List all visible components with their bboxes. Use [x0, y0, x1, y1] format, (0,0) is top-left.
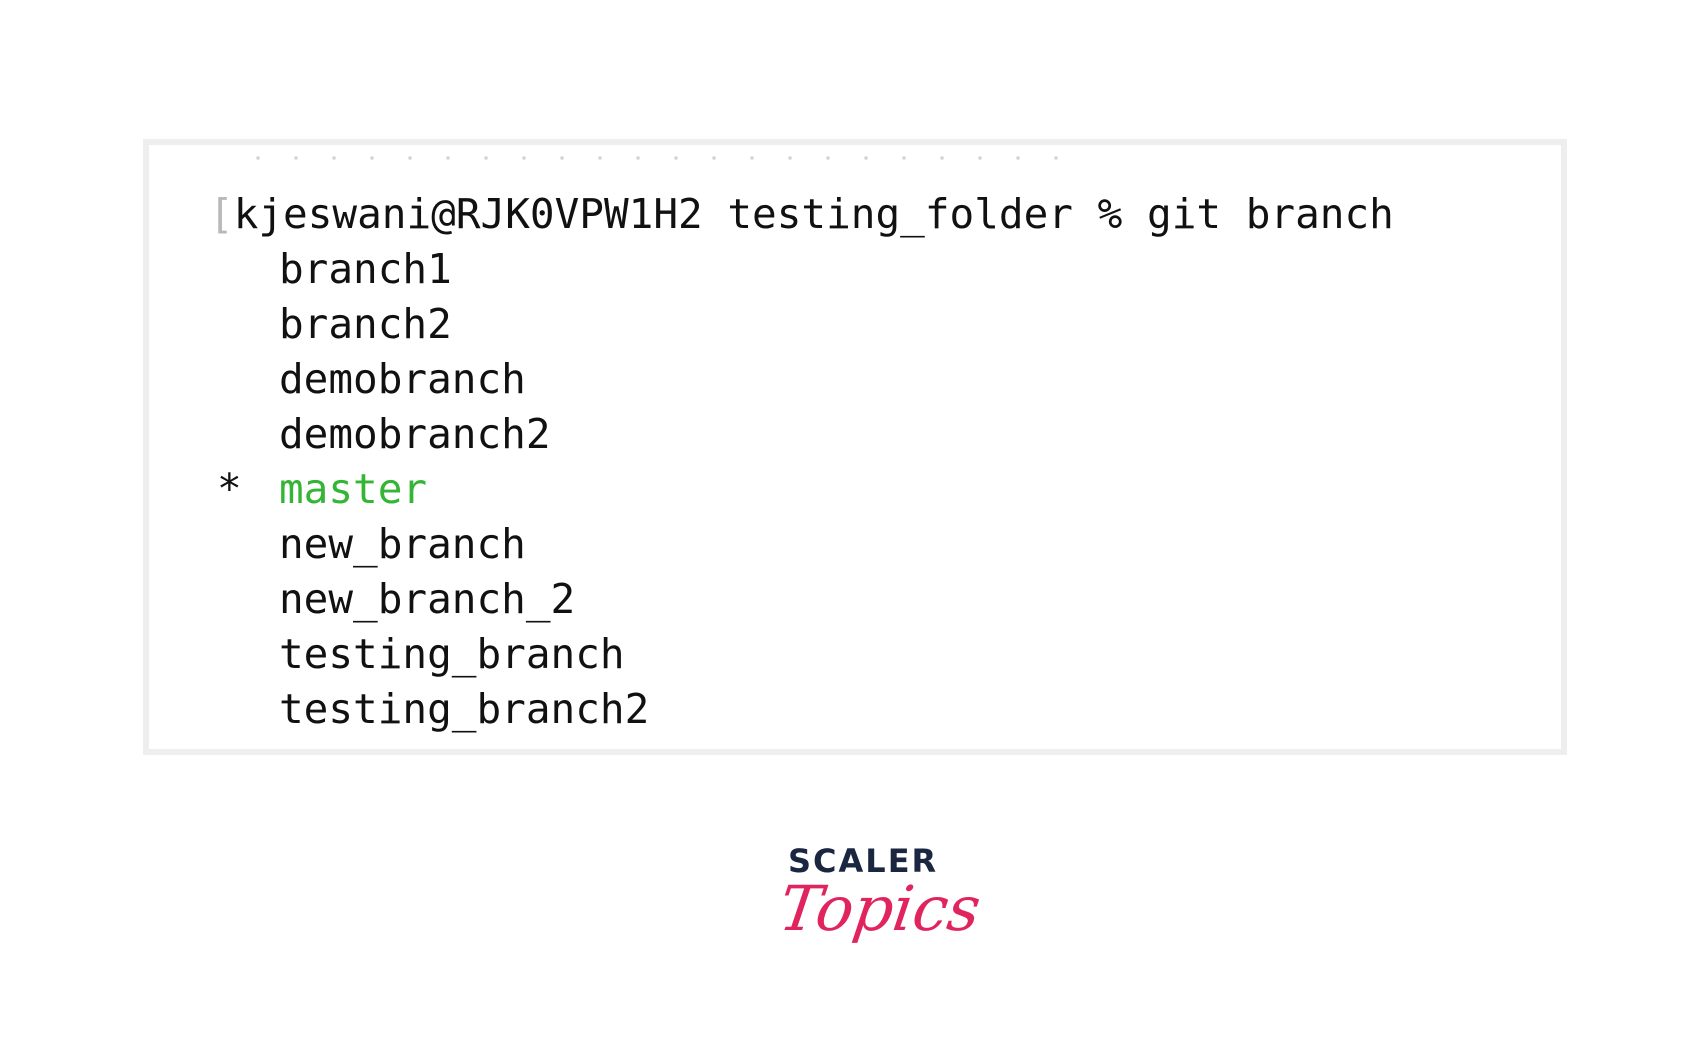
prompt-line: [kjeswani@RJK0VPW1H2 testing_folder % gi…: [209, 187, 1394, 242]
branch-item: demobranch2: [279, 410, 551, 458]
current-branch-item: master: [279, 465, 428, 513]
branch-item: branch2: [279, 300, 452, 348]
branch-item: new_branch: [279, 520, 526, 568]
prompt-symbol: %: [1097, 190, 1123, 238]
branch-item: branch1: [279, 245, 452, 293]
branch-item: testing_branch2: [279, 685, 650, 733]
logo-scaler-text: SCALER: [788, 842, 939, 880]
logo-topics-text: Topics: [774, 872, 986, 945]
current-branch-marker: *: [217, 465, 242, 513]
branch-item: demobranch: [279, 355, 526, 403]
prompt-user-host: kjeswani@RJK0VPW1H2: [233, 190, 703, 238]
prompt-bracket: [: [209, 190, 234, 238]
prompt-directory: testing_folder: [727, 190, 1073, 238]
branch-item: new_branch_2: [279, 575, 576, 623]
terminal-window: [kjeswani@RJK0VPW1H2 testing_folder % gi…: [143, 139, 1567, 755]
command-text: git branch: [1147, 190, 1394, 238]
scaler-topics-logo: SCALER Topics: [770, 842, 985, 982]
previous-line-residue: [239, 155, 1059, 161]
branch-item: testing_branch: [279, 630, 625, 678]
